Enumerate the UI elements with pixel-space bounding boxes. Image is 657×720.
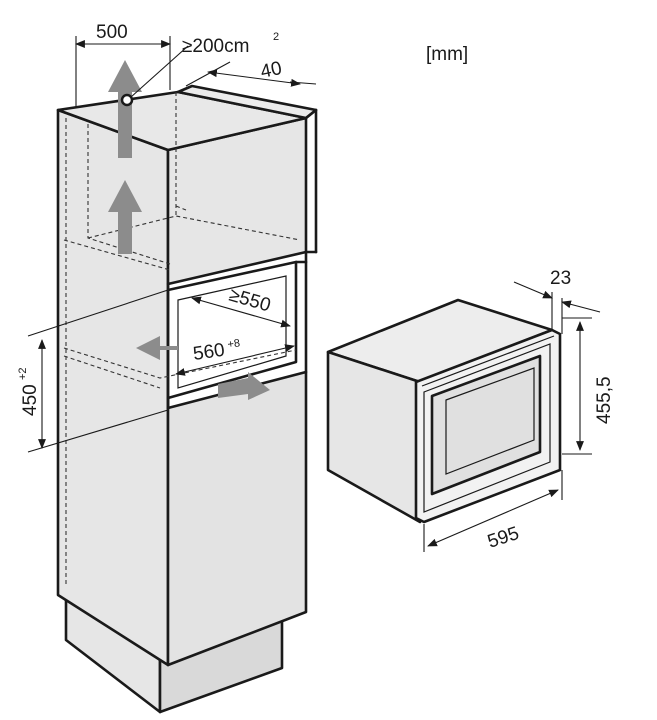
vent-marker — [120, 93, 134, 107]
cabinet-niche-frame — [166, 260, 298, 400]
dimension-top-depth: 40 — [185, 58, 317, 87]
appliance-glass-window — [445, 367, 535, 475]
dimension-niche-width: 560 +8 — [175, 337, 295, 376]
cabinet-left-side — [56, 108, 170, 667]
dimension-niche-height-label: 450 — [20, 384, 41, 416]
appliance-front-bezel — [423, 343, 551, 513]
dimension-niche-height: 450 +2 — [17, 289, 169, 453]
cabinet-lower-door — [166, 370, 308, 667]
dimension-top-depth-label: 40 — [259, 58, 284, 83]
dimension-niche-width-sup: +8 — [227, 337, 241, 351]
units-label: [mm] — [426, 44, 468, 65]
dimension-appliance-height: 455,5 — [562, 317, 615, 455]
hidden-edges — [63, 92, 301, 585]
dimension-vent-area-sup: 2 — [273, 31, 279, 43]
dimension-niche-height-sup: +2 — [17, 367, 29, 380]
airflow-up-arrow-top — [108, 60, 142, 158]
dimension-appliance-depth-label: 23 — [550, 268, 571, 289]
appliance — [326, 298, 562, 524]
dimension-appliance-depth: 23 — [513, 268, 601, 334]
tall-cabinet — [56, 84, 318, 714]
appliance-door — [430, 354, 542, 496]
dimension-vent-area-label: ≥200cm — [182, 36, 249, 57]
dimension-niche-width-label: 560 — [192, 340, 226, 365]
appliance-housing-side — [326, 350, 422, 524]
airflow-arrows — [108, 60, 270, 400]
dimension-top-width: 500 — [75, 22, 171, 108]
dimension-appliance-height-label: 455,5 — [594, 376, 615, 424]
dimension-appliance-width-label: 595 — [485, 523, 522, 553]
airflow-up-arrow-middle — [108, 180, 142, 254]
airflow-intake-arrow — [218, 372, 270, 400]
dimension-top-width-label: 500 — [96, 22, 128, 43]
airflow-left-arrow-niche — [136, 336, 178, 360]
